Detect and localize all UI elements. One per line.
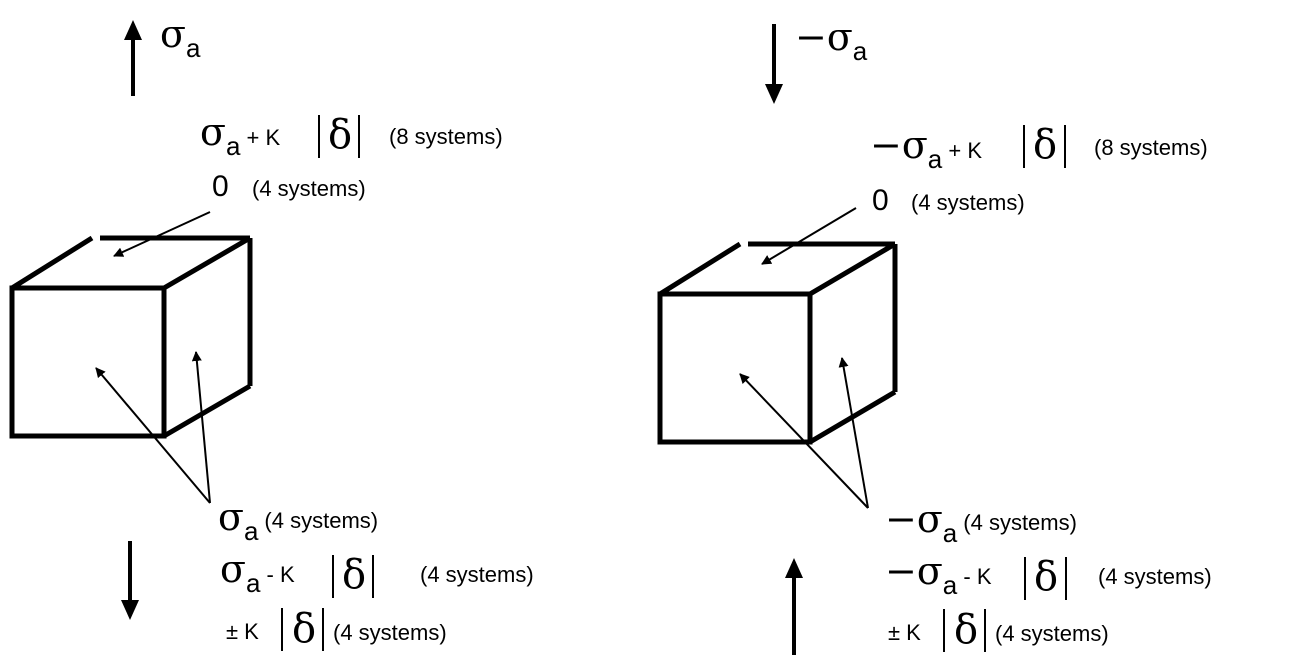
abs-delta: δ — [943, 607, 986, 653]
bottom-line-2-note: (4 systems) — [1098, 564, 1212, 589]
abs-delta: δ — [281, 606, 324, 652]
side-face-pointer-arrow — [838, 357, 869, 509]
side-face-pointer-arrow — [191, 351, 211, 504]
abs-delta: δ — [1023, 122, 1066, 168]
front-face-pointer-arrow — [739, 373, 869, 509]
bottom-line-2: σa - K — [220, 547, 295, 598]
bottom-line-2: −σa - K — [885, 549, 992, 600]
compression-panel: −σa −σa + K δ (8 systems) 0 (4 systems) — [657, 15, 1212, 655]
abs-delta: δ — [318, 112, 360, 158]
zero-note: (4 systems) — [252, 176, 366, 201]
bottom-line-3-note: (4 systems) — [995, 621, 1109, 646]
top-face-note: (8 systems) — [389, 124, 503, 149]
applied-stress-label: −σa — [795, 15, 868, 66]
top-face-note: (8 systems) — [1094, 135, 1208, 160]
bottom-line-3-prefix: ± K — [226, 619, 259, 644]
tension-panel: σa σa + K δ (8 systems) 0 (4 systems) — [9, 12, 534, 652]
zero-pointer-arrow — [113, 211, 211, 257]
delta-symbol: δ — [1033, 122, 1057, 168]
abs-delta: δ — [1024, 554, 1067, 600]
applied-stress-arrow-down — [121, 541, 139, 620]
delta-symbol: δ — [1034, 554, 1058, 600]
applied-stress-arrow-down — [765, 24, 783, 104]
front-face-pointer-arrow — [95, 367, 211, 504]
cube — [657, 241, 898, 445]
top-face-stress-label: σa + K — [200, 110, 280, 161]
zero-note: (4 systems) — [911, 190, 1025, 215]
bottom-line-3-note: (4 systems) — [333, 620, 447, 645]
bottom-line-1: σa(4 systems) — [218, 495, 378, 546]
applied-stress-arrow-up — [124, 20, 142, 96]
applied-stress-label: σa — [160, 12, 201, 63]
cube — [9, 235, 253, 439]
bottom-line-2-note: (4 systems) — [420, 562, 534, 587]
delta-symbol: δ — [342, 552, 366, 598]
zero-value: 0 — [872, 184, 889, 217]
zero-value: 0 — [212, 170, 229, 203]
top-face-stress-label: −σa + K — [870, 123, 982, 174]
abs-delta: δ — [332, 552, 374, 598]
delta-symbol: δ — [292, 606, 316, 652]
delta-symbol: δ — [328, 112, 352, 158]
applied-stress-arrow-up — [785, 558, 803, 655]
delta-symbol: δ — [954, 607, 978, 653]
bottom-line-1: −σa(4 systems) — [885, 497, 1077, 548]
bottom-line-3-prefix: ± K — [888, 620, 921, 645]
zero-pointer-arrow — [761, 207, 857, 265]
